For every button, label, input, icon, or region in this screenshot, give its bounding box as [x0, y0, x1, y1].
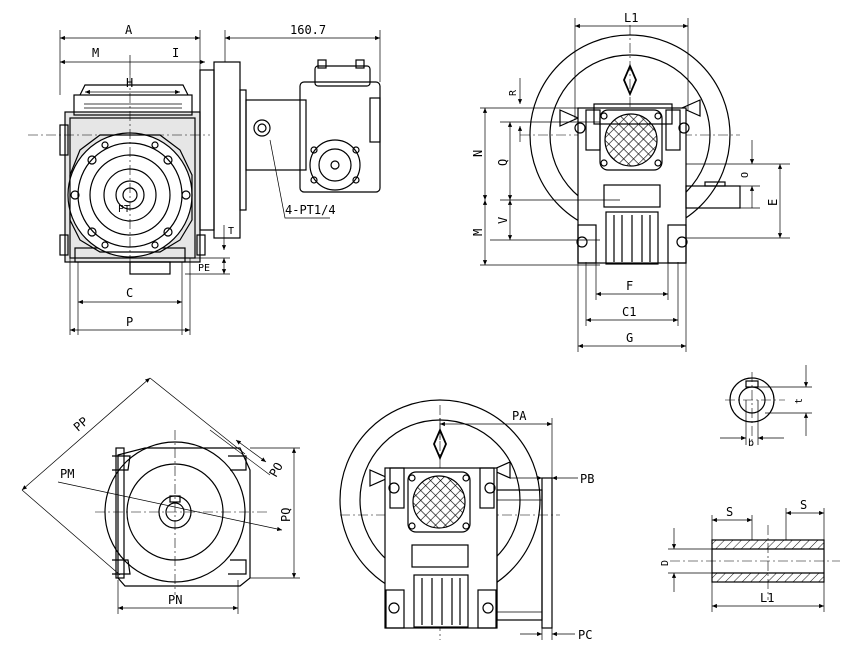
- dim-D: D: [660, 560, 671, 566]
- dim-A: A: [125, 23, 133, 37]
- front-view: PT 4-PT1/4 A 160.7: [28, 23, 381, 335]
- dim-L1-shaft: L1: [760, 591, 774, 605]
- dim-PC: PC: [578, 628, 592, 642]
- dim-b: b: [748, 438, 754, 449]
- dim-PA: PA: [512, 409, 527, 423]
- hole-detail: t b: [720, 365, 812, 449]
- dim-PM: PM: [60, 467, 74, 481]
- flange-view: PP PM PO PQ PN: [21, 377, 300, 614]
- dim-T: T: [228, 226, 234, 237]
- dim-E: E: [766, 199, 780, 206]
- dim-PB: PB: [580, 472, 594, 486]
- dim-C1: C1: [622, 305, 636, 319]
- shaft-section: S S D L1: [660, 498, 840, 612]
- plug-label: PT: [118, 204, 130, 215]
- dim-PP: PP: [71, 414, 91, 434]
- dim-160-7: 160.7: [290, 23, 326, 37]
- dim-G: G: [626, 331, 633, 345]
- dim-S-right: S: [800, 498, 807, 512]
- port-label: 4-PT1/4: [285, 203, 336, 217]
- adapter-view: PA PB PC: [339, 399, 594, 642]
- dim-L1-side: L1: [624, 11, 638, 25]
- dim-PE: PE: [198, 263, 210, 274]
- dim-O: O: [740, 172, 751, 178]
- dim-C: C: [126, 286, 133, 300]
- dim-N: N: [471, 150, 485, 157]
- dim-I: I: [172, 46, 179, 60]
- dim-P: P: [126, 315, 133, 329]
- dim-F: F: [626, 279, 633, 293]
- dim-PO: PO: [266, 460, 285, 480]
- dim-t: t: [794, 398, 805, 404]
- dim-V: V: [496, 217, 510, 224]
- dim-Q: Q: [496, 159, 510, 166]
- dim-H: H: [126, 76, 133, 90]
- dim-R: R: [508, 89, 519, 96]
- dim-PQ: PQ: [279, 508, 293, 522]
- dim-PN: PN: [168, 593, 182, 607]
- side-view: L1 R N M Q V O E F C1: [471, 11, 790, 352]
- dim-M-front: M: [92, 46, 99, 60]
- dim-S-left: S: [726, 505, 733, 519]
- dim-M-side: M: [471, 229, 485, 236]
